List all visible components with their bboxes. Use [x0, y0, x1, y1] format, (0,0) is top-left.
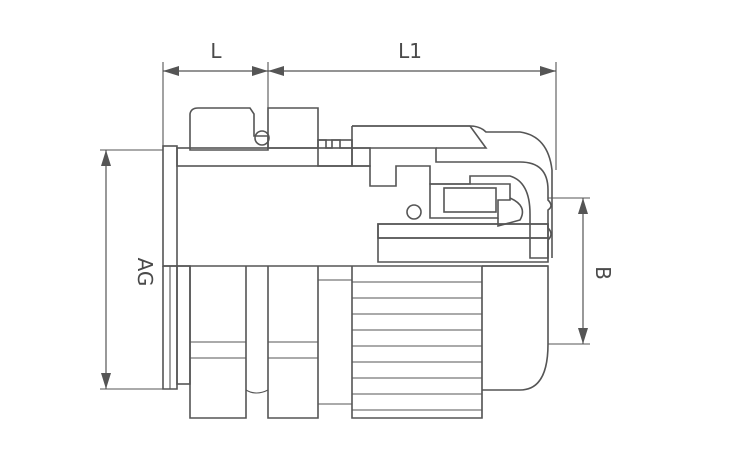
dimension-L	[162, 62, 269, 150]
bore-sleeve-section	[377, 223, 549, 263]
bore-sleeve-face	[377, 223, 549, 239]
thread-collar	[176, 265, 191, 385]
arrow-top	[101, 150, 111, 166]
teeth-section	[317, 139, 353, 167]
seal-bead	[406, 204, 422, 220]
dimension-L1	[268, 62, 557, 170]
arrow-top	[578, 198, 588, 214]
neck-lines	[318, 279, 352, 405]
domenut-section	[351, 126, 552, 259]
arrow-left	[163, 66, 179, 76]
clamp-ring-section	[443, 187, 497, 213]
domenut-body-outline	[351, 266, 483, 419]
arrow-bottom	[578, 328, 588, 344]
lower-outside-view	[162, 265, 549, 419]
label-L1: L1	[398, 39, 422, 63]
label-AG: AG	[133, 258, 157, 287]
teeth-profile	[318, 139, 352, 149]
domenut-outline	[352, 125, 553, 258]
locknut-section	[189, 107, 269, 151]
seal-lip	[497, 197, 524, 228]
label-L: L	[210, 39, 222, 63]
locknut-chamfer	[245, 389, 269, 394]
label-B: B	[591, 266, 615, 280]
dimension-B	[548, 197, 590, 345]
body-shoulder-section	[267, 107, 319, 149]
oring-circle	[254, 130, 270, 146]
domenut-cap-outline	[482, 265, 549, 391]
domenut-top-edge	[352, 125, 488, 149]
dimension-AG	[100, 149, 163, 390]
arrow-left	[268, 66, 284, 76]
thread-face	[162, 145, 178, 267]
upper-section	[162, 107, 553, 267]
domenut-ribs	[352, 281, 482, 411]
arrow-right	[540, 66, 556, 76]
seal-insert-section	[429, 183, 511, 219]
arrow-right	[252, 66, 268, 76]
arrow-bottom	[101, 373, 111, 389]
